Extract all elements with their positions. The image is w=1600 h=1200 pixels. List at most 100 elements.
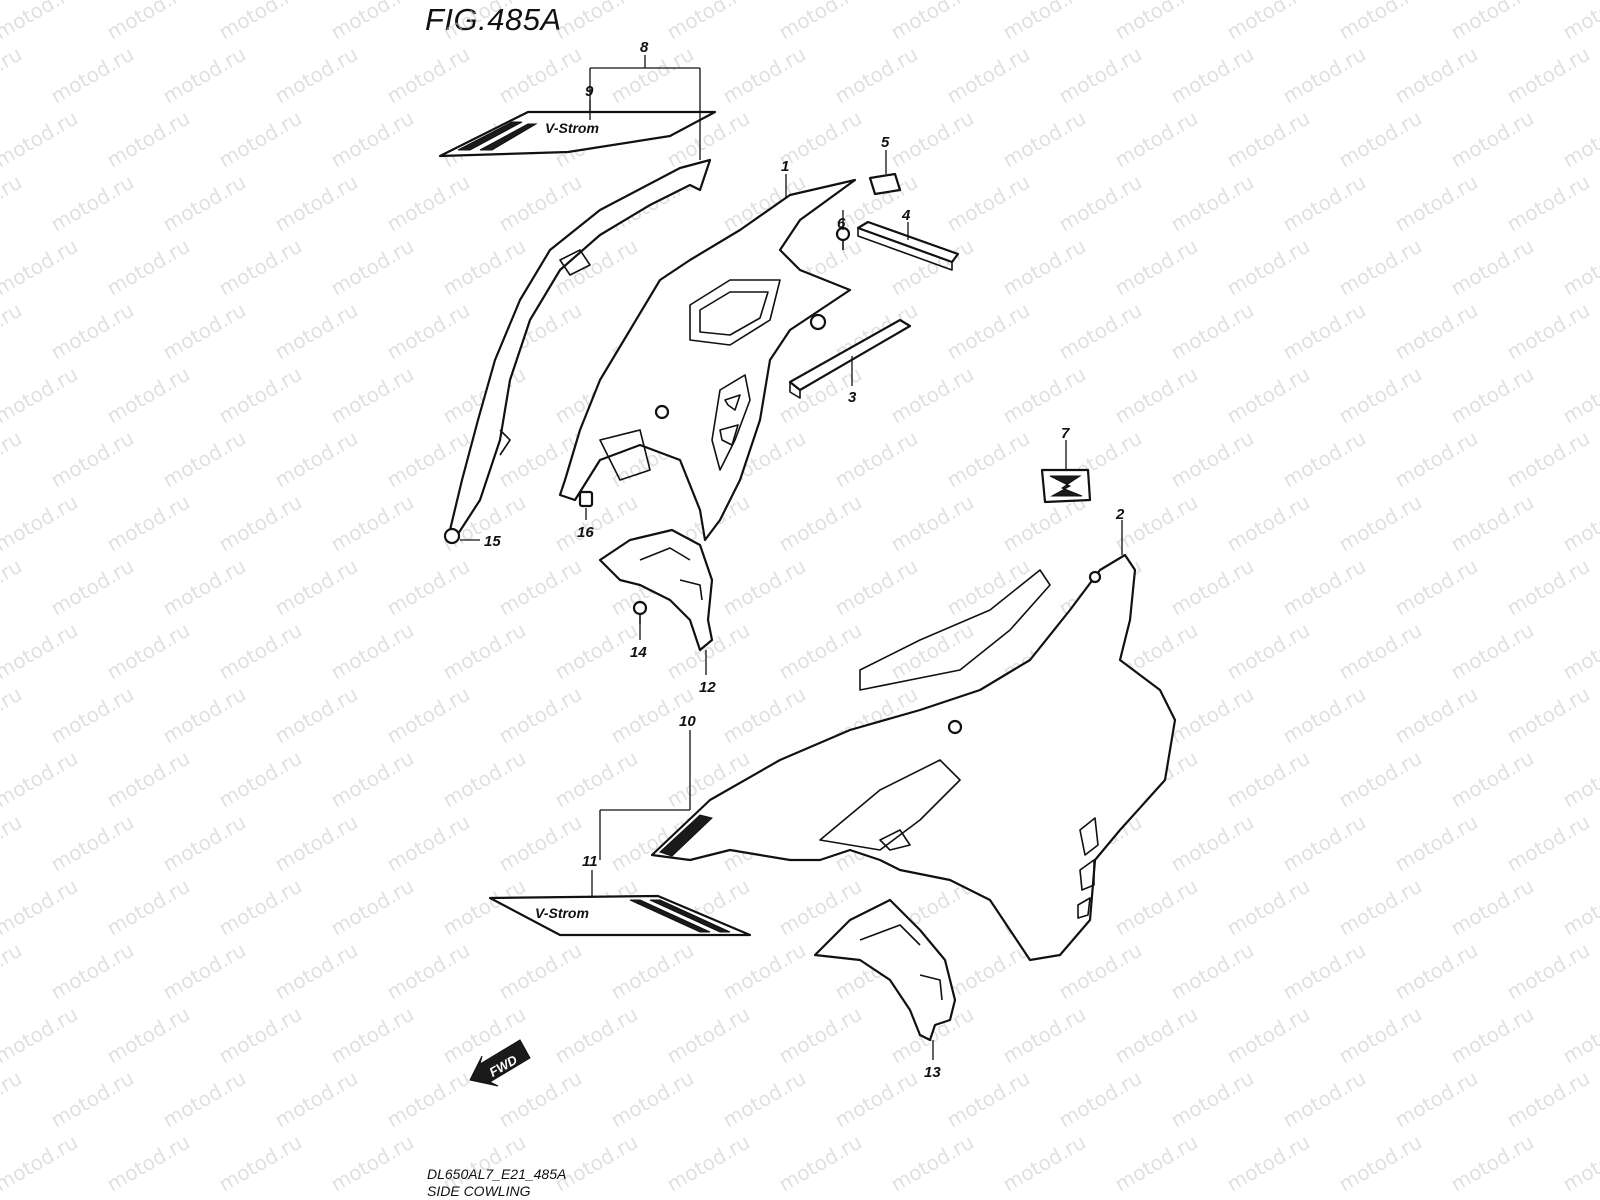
watermark-text: motod.ru xyxy=(1335,618,1426,685)
watermark-text: motod.ru xyxy=(1503,810,1594,877)
watermark-text: motod.ru xyxy=(943,42,1034,109)
watermark-text: motod.ru xyxy=(663,1130,754,1197)
watermark-text: motod.ru xyxy=(159,1194,250,1200)
callout-7: 7 xyxy=(1061,425,1070,442)
watermark-text: motod.ru xyxy=(1559,234,1600,301)
watermark-text: motod.ru xyxy=(1055,170,1146,237)
watermark-text: motod.ru xyxy=(1279,1194,1370,1200)
watermark-text: motod.ru xyxy=(47,42,138,109)
watermark-text: motod.ru xyxy=(1055,1194,1146,1200)
callout-15: 15 xyxy=(484,533,501,550)
watermark-text: motod.ru xyxy=(1055,42,1146,109)
watermark-text: motod.ru xyxy=(47,1066,138,1133)
watermark-text: motod.ru xyxy=(215,234,306,301)
watermark-text: motod.ru xyxy=(47,938,138,1005)
watermark-text: motod.ru xyxy=(1223,362,1314,429)
watermark-text: motod.ru xyxy=(1279,554,1370,621)
figure-title: FIG.485A xyxy=(425,2,562,37)
watermark-text: motod.ru xyxy=(719,1066,810,1133)
watermark-text: motod.ru xyxy=(327,874,418,941)
watermark-text: motod.ru xyxy=(1111,1130,1202,1197)
watermark-text: motod.ru xyxy=(0,874,82,941)
leader-lines xyxy=(460,55,1123,1060)
watermark-text: motod.ru xyxy=(1503,1194,1594,1200)
callout-6: 6 xyxy=(837,215,846,232)
watermark-text: motod.ru xyxy=(103,746,194,813)
watermark-text: motod.ru xyxy=(1391,426,1482,493)
watermark-text: motod.ru xyxy=(271,42,362,109)
watermark-text: motod.ru xyxy=(103,106,194,173)
emblem-7 xyxy=(1040,468,1092,504)
watermark-text: motod.ru xyxy=(663,1002,754,1069)
watermark-text: motod.ru xyxy=(103,362,194,429)
watermark-text: motod.ru xyxy=(1167,426,1258,493)
watermark-text: motod.ru xyxy=(887,0,978,44)
watermark-text: motod.ru xyxy=(719,42,810,109)
watermark-text: motod.ru xyxy=(1503,170,1594,237)
watermark-text: motod.ru xyxy=(831,426,922,493)
watermark-text: motod.ru xyxy=(999,0,1090,44)
watermark-text: motod.ru xyxy=(831,1066,922,1133)
watermark-text: motod.ru xyxy=(383,554,474,621)
watermark-text: motod.ru xyxy=(1559,106,1600,173)
bracket-12 xyxy=(598,528,714,652)
callout-10: 10 xyxy=(679,713,696,730)
watermark-text: motod.ru xyxy=(159,42,250,109)
watermark-text: motod.ru xyxy=(943,1066,1034,1133)
watermark-text: motod.ru xyxy=(271,938,362,1005)
watermark-text: motod.ru xyxy=(943,426,1034,493)
watermark-text: motod.ru xyxy=(0,1002,82,1069)
watermark-text: motod.ru xyxy=(551,0,642,44)
watermark-text: motod.ru xyxy=(0,1194,26,1200)
figure-name: SIDE COWLING xyxy=(427,1183,531,1199)
watermark-text: motod.ru xyxy=(159,682,250,749)
watermark-text: motod.ru xyxy=(495,682,586,749)
watermark-text: motod.ru xyxy=(1447,490,1538,557)
watermark-text: motod.ru xyxy=(719,1194,810,1200)
watermark-text: motod.ru xyxy=(1279,170,1370,237)
watermark-text: motod.ru xyxy=(1503,682,1594,749)
figure-code: DL650AL7_E21_485A xyxy=(427,1166,567,1182)
side-cowling-upper xyxy=(558,178,857,542)
watermark-text: motod.ru xyxy=(719,938,810,1005)
watermark-text: motod.ru xyxy=(1391,938,1482,1005)
watermark-text: motod.ru xyxy=(1111,1002,1202,1069)
watermark-text: motod.ru xyxy=(1279,42,1370,109)
watermark-text: motod.ru xyxy=(327,618,418,685)
watermark-text: motod.ru xyxy=(943,938,1034,1005)
watermark-text: motod.ru xyxy=(103,0,194,44)
lower-decal-logo: V-Strom xyxy=(535,905,589,921)
watermark-text: motod.ru xyxy=(1167,1066,1258,1133)
watermark-text: motod.ru xyxy=(383,682,474,749)
watermark-text: motod.ru xyxy=(1391,682,1482,749)
watermark-text: motod.ru xyxy=(0,1066,26,1133)
watermark-text: motod.ru xyxy=(0,938,26,1005)
watermark-text: motod.ru xyxy=(327,746,418,813)
watermark-text: motod.ru xyxy=(1503,42,1594,109)
upper-cowling-rail xyxy=(448,158,712,536)
watermark-text: motod.ru xyxy=(1503,426,1594,493)
watermark-text: motod.ru xyxy=(775,1130,866,1197)
watermark-text: motod.ru xyxy=(887,490,978,557)
watermark-text: motod.ru xyxy=(439,746,530,813)
watermark-text: motod.ru xyxy=(999,234,1090,301)
watermark-text: motod.ru xyxy=(383,298,474,365)
watermark-text: motod.ru xyxy=(1503,554,1594,621)
watermark-text: motod.ru xyxy=(215,490,306,557)
watermark-text: motod.ru xyxy=(0,554,26,621)
watermark-text: motod.ru xyxy=(1447,874,1538,941)
watermark-text: motod.ru xyxy=(999,1002,1090,1069)
watermark-text: motod.ru xyxy=(1223,618,1314,685)
watermark-text: motod.ru xyxy=(1279,426,1370,493)
watermark-text: motod.ru xyxy=(159,426,250,493)
watermark-text: motod.ru xyxy=(1335,746,1426,813)
watermark-text: motod.ru xyxy=(1447,234,1538,301)
watermark-text: motod.ru xyxy=(1223,1130,1314,1197)
watermark-text: motod.ru xyxy=(0,0,82,44)
watermark-text: motod.ru xyxy=(0,362,82,429)
watermark-text: motod.ru xyxy=(1335,490,1426,557)
watermark-text: motod.ru xyxy=(775,1002,866,1069)
watermark-text: motod.ru xyxy=(103,234,194,301)
watermark-text: motod.ru xyxy=(327,0,418,44)
